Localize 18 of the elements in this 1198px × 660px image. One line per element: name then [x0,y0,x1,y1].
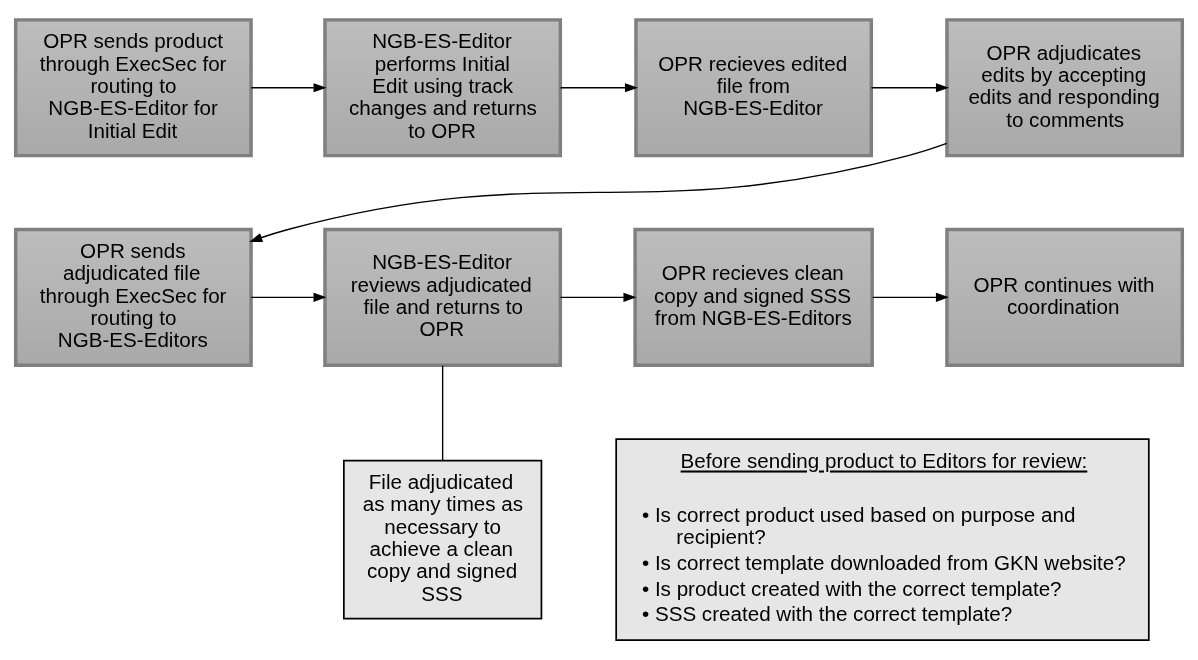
connector [441,364,444,461]
node-box: Before sending product to Editors for review: • Is correct product used based on purpose and recipient? • Is correct template downloaded from GKN website? • Is product created with the correct template? • SSS created with the correct template? [615,438,1150,641]
arrow [872,292,949,302]
node-box: File adjudicated as many times as necessary to achieve a clean copy and signed SSS [343,459,543,620]
node-box: OPR continues with coordination [945,227,1185,367]
node-box: OPR adjudicates edits by accepting edits and responding to comments [945,18,1185,158]
node-box: OPR recieves edited file from NGB-ES-Editor [634,18,874,158]
arrow [250,292,327,302]
arrow [559,83,638,93]
node-box: NGB-ES-Editor performs Initial Edit using track changes and returns to OPR [323,18,563,158]
node-box: NGB-ES-Editor reviews adjudicated file and returns to OPR [323,227,563,367]
arrow [250,83,327,93]
node-box: OPR recieves clean copy and signed SSS from NGB-ES-Editors [633,227,874,367]
arrow [559,292,637,302]
arrow [870,83,949,93]
arrow [249,142,948,242]
node-box: OPR sends product through ExecSec for routing to NGB-ES-Editor for Initial Edit [13,18,253,158]
node-box: OPR sends adjudicated file through ExecSec for routing to NGB-ES-Editors [13,227,253,367]
